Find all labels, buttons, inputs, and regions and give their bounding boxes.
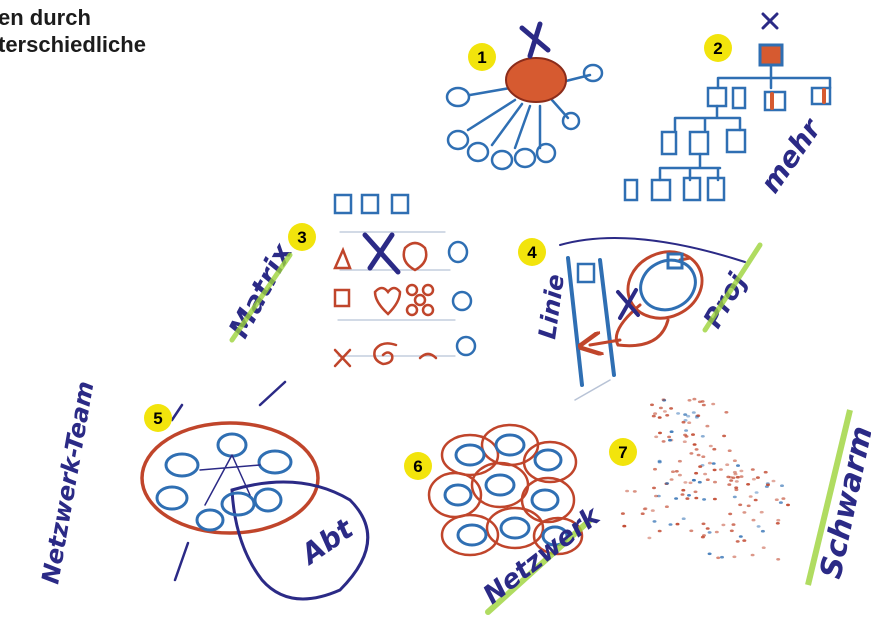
badge-5-label: 5	[153, 409, 162, 428]
badge-2: 2	[704, 34, 732, 62]
label-mehr: mehr	[754, 111, 829, 199]
label-linie: Linie	[533, 272, 570, 340]
label-schwarm-group: Schwarm	[808, 410, 871, 585]
badge-6: 6	[404, 452, 432, 480]
diagram-7-swarm	[621, 398, 790, 561]
label-abt: Abt	[293, 511, 360, 572]
badge-7: 7	[609, 438, 637, 466]
label-netzwerk-team: Netzwerk-Team	[36, 379, 99, 586]
badge-2-label: 2	[713, 39, 722, 58]
badge-6-label: 6	[413, 457, 422, 476]
diagram-1-one-leader	[447, 24, 602, 169]
badge-7-label: 7	[618, 443, 627, 462]
diagram-4-line-project: Linie Proj	[533, 238, 760, 400]
badge-5: 5	[144, 404, 172, 432]
label-matrix: Matrix	[222, 237, 299, 343]
badge-1-label: 1	[477, 48, 486, 67]
label-netzwerk: Netzwerk	[478, 500, 607, 610]
badge-3: 3	[288, 223, 316, 251]
badge-4-label: 4	[527, 243, 537, 262]
diagram-5-network-team: Abt Netzwerk-Team	[36, 379, 367, 599]
badge-1: 1	[468, 43, 496, 71]
badge-3-label: 3	[297, 228, 306, 247]
diagram-6-network: Netzwerk	[429, 425, 607, 612]
label-schwarm: Schwarm	[814, 423, 871, 582]
badge-4: 4	[518, 238, 546, 266]
diagram-3-matrix: Matrix	[222, 195, 475, 366]
